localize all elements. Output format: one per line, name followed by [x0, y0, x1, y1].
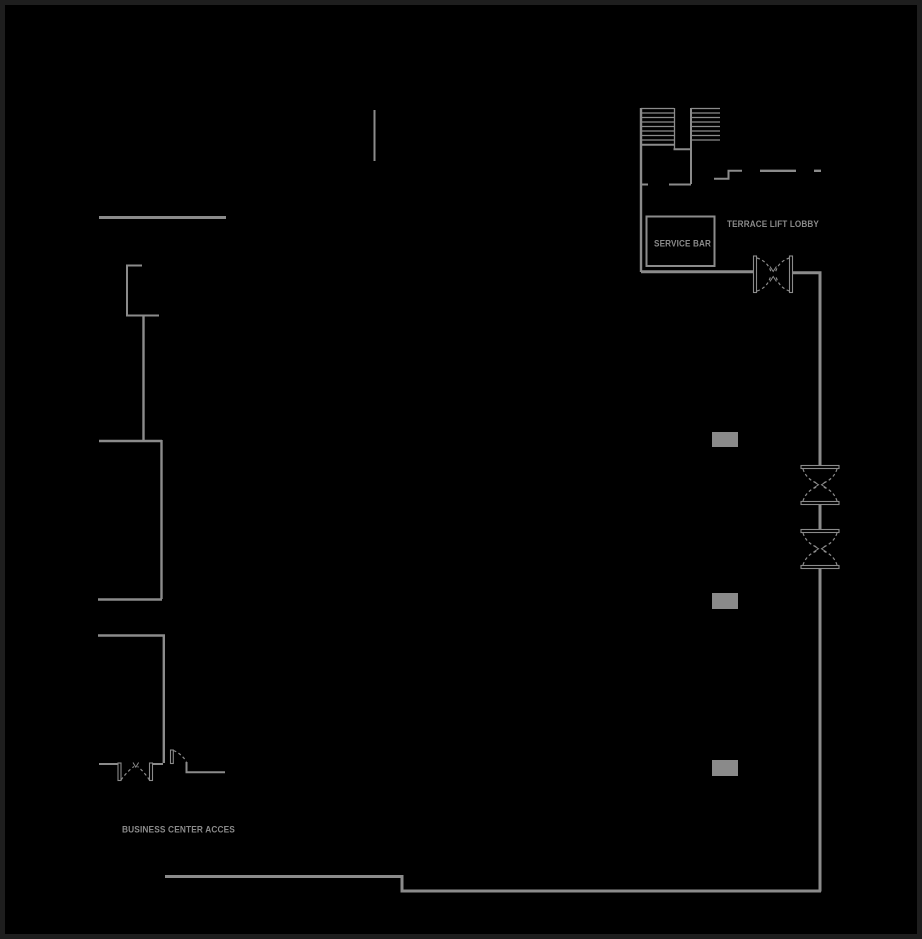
double-door-right-lower [800, 528, 840, 570]
walls [98, 108, 822, 893]
business-center-access-label: BUSINESS CENTER ACCES [122, 825, 235, 836]
business-center-doors [117, 749, 187, 782]
terrace-lift-lobby-label: TERRACE LIFT LOBBY [727, 219, 819, 230]
staircase [640, 107, 720, 184]
columns [712, 432, 738, 776]
double-door-right-upper [800, 464, 840, 506]
service-bar-label: SERVICE BAR [654, 239, 711, 250]
column [712, 432, 738, 447]
service-bar-room: SERVICE BAR [645, 215, 716, 267]
double-door-lobby [752, 255, 794, 294]
column [712, 760, 738, 776]
column [712, 593, 738, 609]
